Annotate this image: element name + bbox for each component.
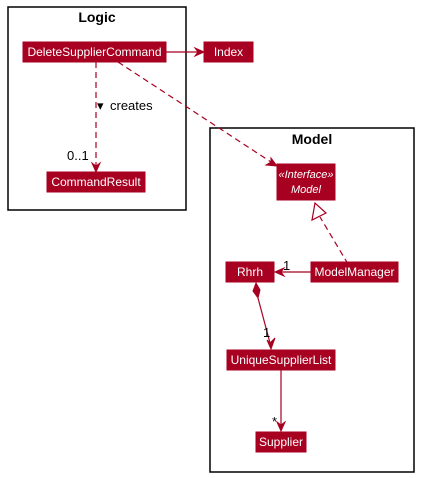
class-supplier: Supplier <box>255 431 307 453</box>
class-command-result: CommandResult <box>46 171 146 193</box>
edge-rhrh-to-list <box>257 297 271 344</box>
class-model-manager-label: ModelManager <box>314 265 394 279</box>
class-command-result-label: CommandResult <box>51 175 141 189</box>
class-delete-supplier-command-box <box>22 41 167 63</box>
class-delete-supplier-command: DeleteSupplierCommand <box>22 41 167 63</box>
creates-direction-glyph: ▾ <box>97 98 104 113</box>
edge-modelmanager-to-rhrh-arrowhead <box>273 266 286 278</box>
rhrh-list-multiplicity: 1 <box>263 325 270 340</box>
class-unique-supplier-list-label: UniqueSupplierList <box>231 353 332 367</box>
class-model-manager-box <box>310 261 399 283</box>
class-unique-supplier-list: UniqueSupplierList <box>226 349 336 371</box>
edge-command-uses-model-arrowhead <box>264 156 279 167</box>
class-rhrh-label: Rhrh <box>237 265 263 279</box>
class-model-interface: «Interface» Model <box>276 163 336 201</box>
edge-command-uses-model <box>117 61 272 163</box>
edge-command-to-index-arrowhead <box>193 46 206 58</box>
class-supplier-label: Supplier <box>259 435 303 449</box>
creates-label: creates <box>110 98 153 113</box>
edges: ▾ creates 0..1 1 1 * <box>67 46 349 433</box>
modelmanager-rhrh-multiplicity: 1 <box>283 258 290 273</box>
edge-modelmanager-realizes-model-triangle <box>311 201 328 222</box>
class-model-interface-stereotype: «Interface» <box>278 169 333 181</box>
model-package-title: Model <box>292 131 332 147</box>
edge-rhrh-to-list-arrowhead <box>266 337 276 351</box>
class-index-label: Index <box>214 45 243 59</box>
class-model-manager: ModelManager <box>310 261 399 283</box>
class-unique-supplier-list-box <box>226 349 336 371</box>
class-delete-supplier-command-label: DeleteSupplierCommand <box>27 45 161 59</box>
logic-package-title: Logic <box>78 9 116 25</box>
class-model-interface-box <box>276 163 336 201</box>
class-model-interface-name: Model <box>291 184 322 196</box>
classes: DeleteSupplierCommand Index CommandResul… <box>22 41 399 453</box>
list-supplier-multiplicity: * <box>272 414 277 429</box>
creates-multiplicity: 0..1 <box>67 148 89 163</box>
class-rhrh-box <box>225 261 275 283</box>
class-index: Index <box>203 41 254 63</box>
edge-list-to-supplier-arrowhead <box>275 420 287 433</box>
edge-modelmanager-realizes-model <box>319 216 349 265</box>
class-rhrh: Rhrh <box>225 261 275 283</box>
class-command-result-box <box>46 171 146 193</box>
edge-command-creates-result-arrowhead <box>90 161 102 174</box>
class-supplier-box <box>255 431 307 453</box>
class-index-box <box>203 41 254 63</box>
